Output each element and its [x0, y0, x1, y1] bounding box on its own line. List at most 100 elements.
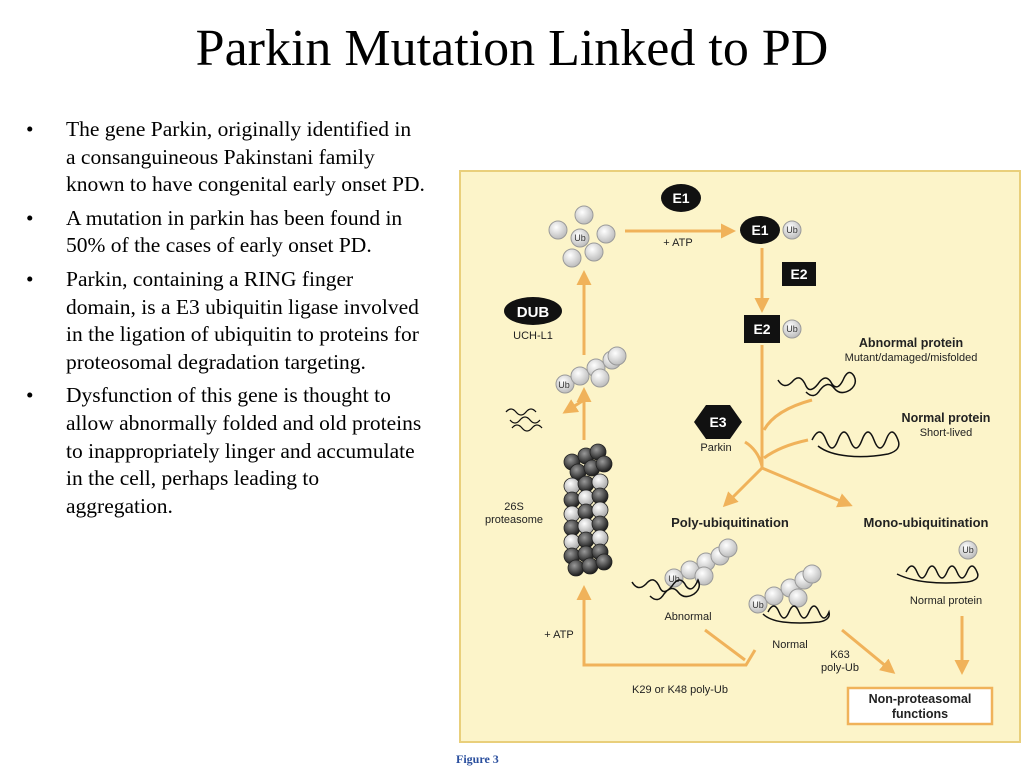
- bullet-list: •The gene Parkin, originally identified …: [26, 116, 426, 526]
- proteasome-subunit: [577, 503, 595, 521]
- ubiquitin-sphere: [718, 538, 738, 558]
- normal-protein-subtitle: Short-lived: [920, 427, 973, 439]
- proteasome-core: [563, 473, 609, 551]
- free-ubiquitin-cluster: [548, 205, 616, 268]
- arrow-proteasome-to-peptides: [562, 398, 585, 414]
- uch-l1-label: UCH-L1: [513, 330, 553, 342]
- abnormal-protein-title: Abnormal protein: [859, 336, 963, 350]
- bullet-item: •The gene Parkin, originally identified …: [26, 116, 426, 199]
- proteasome-subunit: [567, 559, 585, 577]
- abnormal-protein-ub-squiggle-icon: [631, 578, 701, 601]
- dub-shape: [504, 297, 562, 325]
- e2-bound-shape: [744, 315, 780, 343]
- non-proteasomal-line2: functions: [892, 707, 948, 721]
- bullet-marker: •: [26, 383, 34, 408]
- ubiquitin-sphere: [694, 566, 714, 586]
- ub-label-poly-normal: Ub: [752, 600, 764, 610]
- e3-shape: [694, 405, 742, 439]
- poly-ub-normal-chain: [748, 564, 822, 614]
- bullet-text: Parkin, containing a RING finger domain,…: [66, 266, 419, 374]
- ub-label-mono: Ub: [962, 545, 974, 555]
- proteasome-subunit: [591, 515, 609, 533]
- ubiquitin-sphere: [570, 366, 590, 386]
- proteasome-label-line1: 26S: [504, 501, 524, 513]
- proteasome-label-line2: proteasome: [485, 514, 543, 526]
- ubiquitin-sphere: [802, 564, 822, 584]
- figure-caption: Figure 3: [456, 752, 499, 766]
- k29-k48-label: K29 or K48 poly-Ub: [632, 684, 728, 696]
- peptide-fragments-icon: [505, 408, 543, 432]
- ubiquitin-sphere: [574, 205, 594, 225]
- ubiquitin-sphere: [664, 568, 684, 588]
- ubiquitin-sphere: [596, 224, 616, 244]
- ubiquitin-sphere: [764, 586, 784, 606]
- e1-free-shape: [661, 184, 701, 212]
- proteasome-subunit: [577, 517, 595, 535]
- ubiquitination-pathway-diagram: Ub + ATP E1 E1 Ub E2 E2 Ub DUB UCH-L1 E3…: [459, 170, 1021, 743]
- abnormal-protein-subtitle: Mutant/damaged/misfolded: [845, 352, 978, 364]
- k63-label-line1: K63: [830, 649, 850, 661]
- e1-free-label: E1: [672, 190, 689, 206]
- ubiquitin-sphere: [607, 346, 627, 366]
- arrow-poly-ub-to-proteasome: [576, 585, 757, 667]
- proteasome-subunit: [563, 533, 581, 551]
- abnormal-protein-squiggle-icon: [777, 371, 857, 397]
- bullet-item: •A mutation in parkin has been found in …: [26, 205, 426, 260]
- abnormal-label: Abnormal: [664, 611, 711, 623]
- bullet-item: • Parkin, containing a RING finger domain…: [26, 266, 426, 376]
- ubiquitin-sphere: [570, 228, 590, 248]
- poly-ubiquitination-label: Poly-ubiquitination: [671, 515, 789, 530]
- ub-label-chain: Ub: [558, 380, 570, 390]
- mono-ub-protein-coil-icon: [896, 565, 979, 584]
- ubiquitin-sphere: [788, 588, 808, 608]
- mono-ubiquitination-label: Mono-ubiquitination: [864, 515, 989, 530]
- pathway-arrows: [562, 223, 970, 675]
- ubiquitin-sphere: [562, 248, 582, 268]
- ubiquitin-sphere: [590, 368, 610, 388]
- proteasome-icon: [563, 443, 613, 577]
- normal-protein-small-label: Normal protein: [910, 595, 982, 607]
- bullet-marker: •: [26, 117, 34, 141]
- k63-label-line2: poly-Ub: [821, 662, 859, 674]
- e1-bound-label: E1: [751, 222, 768, 238]
- arrow-to-poly-ubiquitination: [722, 466, 764, 508]
- normal-protein-coil-icon: [811, 431, 900, 458]
- slide-title: Parkin Mutation Linked to PD: [195, 20, 829, 77]
- ub-label-e2: Ub: [786, 324, 798, 334]
- ubiquitin-sphere: [782, 319, 802, 339]
- normal-label: Normal: [772, 639, 807, 651]
- proteasome-subunit: [591, 501, 609, 519]
- proteasome-cap-bottom: [563, 543, 613, 577]
- dub-label: DUB: [517, 304, 550, 321]
- normal-protein-ub-coil-icon: [762, 605, 831, 624]
- proteasome-subunit: [577, 531, 595, 549]
- proteasome-subunit: [563, 519, 581, 537]
- e2-free-shape: [782, 262, 816, 286]
- ubiquitin-sphere: [584, 242, 604, 262]
- ubiquitin-sphere: [748, 594, 768, 614]
- e2-bound-label: E2: [753, 321, 770, 337]
- plus-atp-bottom-label: + ATP: [544, 629, 573, 641]
- ubiquitin-sphere: [782, 220, 802, 240]
- ubiquitin-sphere: [555, 374, 575, 394]
- bullet-text: Dysfunction of this gene is thought to a…: [66, 383, 422, 518]
- ub-label-e1: Ub: [786, 225, 798, 235]
- e1-bound-shape: [740, 216, 780, 244]
- arrow-parkin-to-branch: [744, 440, 764, 467]
- ubiquitin-sphere: [958, 540, 978, 560]
- proteasome-subunit: [595, 553, 613, 571]
- arrow-abnormal-join: [704, 628, 746, 662]
- ubiquitin-chain-released: [555, 346, 627, 394]
- proteasome-subunit: [595, 455, 613, 473]
- non-proteasomal-box: [846, 686, 994, 726]
- arrow-abnormal-to-branch: [762, 398, 813, 431]
- ub-label-poly-abnormal: Ub: [668, 574, 680, 584]
- bullet-marker: •: [26, 266, 34, 291]
- parkin-label: Parkin: [700, 442, 731, 454]
- ubiquitin-sphere: [548, 220, 568, 240]
- bullet-item: • Dysfunction of this gene is thought to …: [26, 382, 426, 520]
- non-proteasomal-line1: Non-proteasomal: [869, 692, 972, 706]
- proteasome-cap-top: [563, 443, 613, 481]
- e3-label: E3: [709, 414, 726, 430]
- e2-free-label: E2: [790, 266, 807, 282]
